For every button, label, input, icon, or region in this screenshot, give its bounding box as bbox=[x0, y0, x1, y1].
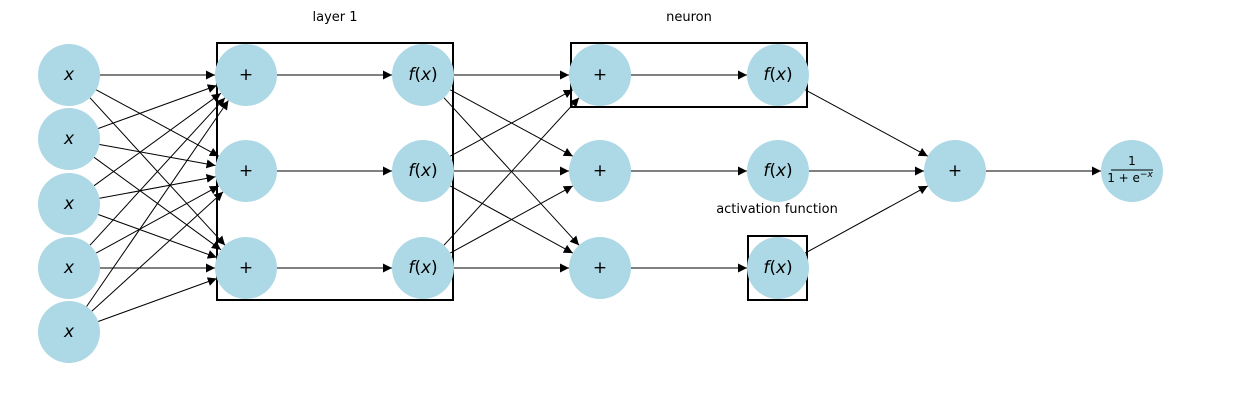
activation-node-1-1: f(x) bbox=[392, 140, 454, 202]
activation-symbol: f(x) bbox=[408, 258, 437, 278]
sum-symbol: + bbox=[593, 258, 607, 278]
activation-node-2-2: f(x) bbox=[747, 237, 809, 299]
input-symbol: x bbox=[63, 194, 75, 214]
sum-node-1-1-circle bbox=[215, 140, 277, 202]
sum-symbol: + bbox=[239, 258, 253, 278]
activation-node-1-0-circle bbox=[392, 44, 454, 106]
sum-node-2-1-circle bbox=[569, 140, 631, 202]
input-node-0-circle bbox=[38, 44, 100, 106]
edge-input-3-to-sum1-0 bbox=[89, 97, 226, 246]
input-node-1-circle bbox=[38, 108, 100, 170]
sum-symbol: + bbox=[239, 65, 253, 85]
input-node-2-circle bbox=[38, 173, 100, 235]
activation-node-1-2: f(x) bbox=[392, 237, 454, 299]
neuron-label: neuron bbox=[666, 10, 712, 25]
sum-node-2-1: + bbox=[569, 140, 631, 202]
edge-input-2-to-sum1-2 bbox=[98, 214, 217, 259]
edges bbox=[86, 70, 1101, 322]
input-node-1: x bbox=[38, 108, 100, 170]
input-symbol: x bbox=[63, 65, 75, 85]
sum-node-2-0: + bbox=[569, 44, 631, 106]
activation-symbol: f(x) bbox=[408, 65, 437, 85]
sigmoid-numerator: 1 bbox=[1128, 154, 1136, 168]
edge-act2-2-to-output-sum bbox=[804, 185, 929, 254]
sum-symbol: + bbox=[593, 65, 607, 85]
edge-input-0-to-sum1-1 bbox=[95, 89, 220, 157]
input-node-0: x bbox=[38, 44, 100, 106]
sum-node-1-2-circle bbox=[215, 237, 277, 299]
input-symbol: x bbox=[63, 322, 75, 342]
edge-input-1-to-sum1-1 bbox=[99, 144, 216, 169]
activation-symbol: f(x) bbox=[763, 65, 792, 85]
nodes: x x x x x + + + + + + f(x) f(x) f(x) f(x) f(x) f(x) +1 1 +… bbox=[38, 44, 1163, 363]
activation-node-2-1: f(x) bbox=[747, 140, 809, 202]
layer-label: layer 1 bbox=[312, 10, 357, 25]
output-sum-node: + bbox=[924, 140, 986, 202]
edge-input-3-to-sum1-1 bbox=[95, 185, 220, 254]
activation-node-2-2-circle bbox=[747, 237, 809, 299]
activation-node-1-1-circle bbox=[392, 140, 454, 202]
activation-symbol: f(x) bbox=[763, 258, 792, 278]
sum-node-1-2: + bbox=[215, 237, 277, 299]
edge-act1-2-to-sum2-0 bbox=[443, 97, 580, 246]
activation-symbol: f(x) bbox=[763, 161, 792, 181]
activation-symbol: f(x) bbox=[408, 161, 437, 181]
sum-node-1-0-circle bbox=[215, 44, 277, 106]
edge-input-2-to-sum1-1 bbox=[99, 173, 216, 199]
activation-node-2-1-circle bbox=[747, 140, 809, 202]
edge-input-1-to-sum1-0 bbox=[98, 84, 217, 129]
sum-node-2-2-circle bbox=[569, 237, 631, 299]
input-node-4-circle bbox=[38, 301, 100, 363]
sum-node-1-1: + bbox=[215, 140, 277, 202]
edge-input-4-to-sum1-1 bbox=[91, 191, 224, 312]
sigmoid-node-circle bbox=[1101, 140, 1163, 202]
activation-function-label: activation function bbox=[716, 202, 838, 217]
edge-act2-0-to-output-sum bbox=[804, 89, 929, 157]
output-sum-node-circle bbox=[924, 140, 986, 202]
activation-node-1-0: f(x) bbox=[392, 44, 454, 106]
input-node-3: x bbox=[38, 237, 100, 299]
sum-node-2-2: + bbox=[569, 237, 631, 299]
input-node-2: x bbox=[38, 173, 100, 235]
sigmoid-denominator: 1 + e−x bbox=[1107, 170, 1153, 185]
activation-node-2-0-circle bbox=[747, 44, 809, 106]
edge-act1-2-to-sum2-1 bbox=[449, 185, 574, 254]
input-symbol: x bbox=[63, 258, 75, 278]
sum-symbol: + bbox=[239, 161, 253, 181]
edge-act1-1-to-sum2-0 bbox=[449, 89, 574, 157]
edge-input-2-to-sum1-0 bbox=[93, 92, 222, 187]
sigmoid-node: 1 1 + e−x bbox=[1101, 140, 1163, 202]
input-node-4: x bbox=[38, 301, 100, 363]
sum-symbol: + bbox=[593, 161, 607, 181]
sum-symbol: + bbox=[948, 161, 962, 181]
edge-input-4-to-sum1-0 bbox=[86, 100, 229, 307]
input-node-3-circle bbox=[38, 237, 100, 299]
edge-input-4-to-sum1-2 bbox=[98, 277, 217, 322]
input-symbol: x bbox=[63, 129, 75, 149]
sum-node-1-0: + bbox=[215, 44, 277, 106]
activation-node-2-0: f(x) bbox=[747, 44, 809, 106]
activation-node-1-2-circle bbox=[392, 237, 454, 299]
sum-node-2-0-circle bbox=[569, 44, 631, 106]
